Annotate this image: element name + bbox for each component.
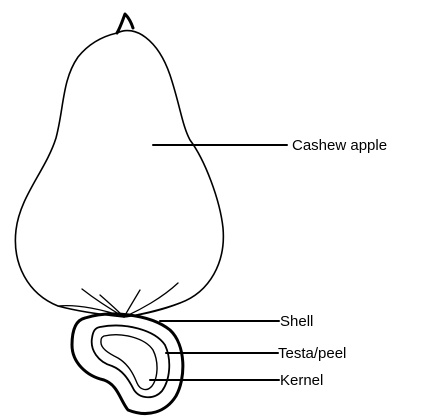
kernel-label: Kernel [280, 372, 323, 389]
shell-label: Shell [280, 313, 313, 330]
testa-label: Testa/peel [278, 345, 346, 362]
shell-outline [72, 314, 183, 414]
cashew-apple-outline [15, 31, 223, 317]
cashew-apple-label: Cashew apple [292, 137, 387, 154]
apple-base-lines [58, 283, 180, 317]
